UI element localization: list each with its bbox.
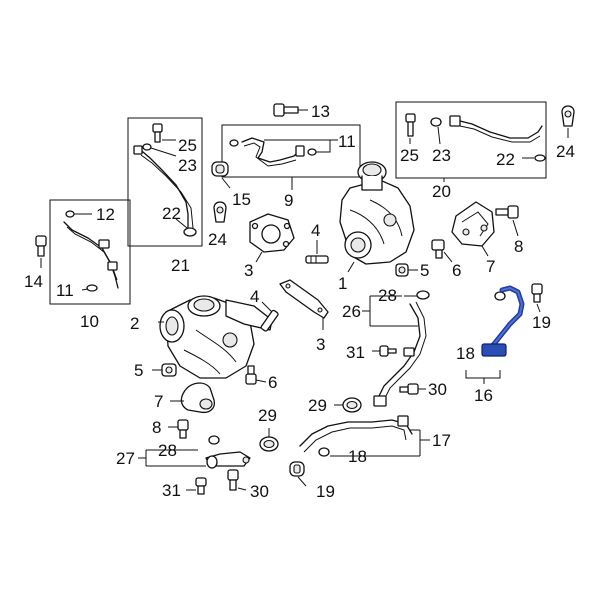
callout-7-lower: 7	[154, 392, 163, 411]
callout-11-group10: 11	[56, 281, 74, 300]
oil-feed-line-21	[133, 145, 197, 237]
part-25-bolt-left	[152, 123, 176, 143]
part-14-bolt	[35, 235, 47, 268]
part-29-seal-center	[334, 397, 362, 413]
callout-8-upper: 8	[514, 237, 523, 256]
part-4-stud-upper	[305, 240, 329, 264]
coolant-line-10	[63, 221, 119, 292]
callout-10: 10	[80, 312, 99, 331]
callout-23-left: 23	[178, 156, 197, 175]
callout-30-upper: 30	[428, 380, 447, 399]
part-19-fitting-lower	[289, 461, 307, 487]
part-12-washer	[65, 210, 92, 218]
callout-6-upper: 6	[452, 261, 461, 280]
callout-31-upper: 31	[346, 343, 365, 362]
part-25-bolt-right	[405, 113, 416, 144]
part-8-bolt-lower	[168, 419, 189, 439]
callout-7-upper: 7	[486, 257, 495, 276]
callout-19-right: 19	[532, 313, 551, 332]
oil-return-pipe-27	[138, 435, 251, 469]
callout-1: 1	[338, 274, 347, 293]
callout-3-lower: 3	[316, 335, 325, 354]
part-7-bracket-upper	[451, 201, 495, 257]
part-30-bolt-lower	[227, 469, 247, 491]
callout-3-upper: 3	[244, 261, 253, 280]
callout-6-lower: 6	[268, 373, 277, 392]
group-frame-9	[221, 124, 361, 178]
part-30-bolt-upper	[399, 383, 426, 395]
callout-26: 26	[342, 302, 361, 321]
callout-18-lower: 18	[348, 447, 367, 466]
callout-20: 20	[432, 182, 451, 201]
coolant-return-tube-17	[299, 415, 430, 457]
callout-8-lower: 8	[152, 418, 161, 437]
part-7-elbow-lower	[170, 382, 216, 414]
callout-5-upper: 5	[420, 261, 429, 280]
part-2-turbocharger	[158, 295, 273, 379]
group-frame-10	[49, 199, 131, 305]
callout-25-left: 25	[178, 136, 197, 155]
callout-21: 21	[171, 256, 190, 275]
callout-14: 14	[24, 272, 43, 291]
part-8-bolt-upper	[495, 205, 519, 237]
callout-12: 12	[96, 205, 115, 224]
callout-24-left: 24	[208, 230, 227, 249]
callout-4-upper: 4	[311, 221, 320, 240]
part-5-nut-lower	[152, 363, 177, 377]
part-24-fitting-right	[561, 105, 575, 138]
group-frame-21	[127, 117, 203, 247]
part-29-seal-left	[259, 428, 279, 452]
callout-11-group9: 11	[338, 132, 356, 151]
callout-4-lower: 4	[250, 287, 259, 306]
callout-19-lower: 19	[316, 482, 335, 501]
part-4-stud-lower	[260, 301, 279, 332]
coolant-line-9	[229, 137, 338, 167]
part-23-washer-left	[142, 143, 177, 157]
callout-2: 2	[130, 314, 139, 333]
part-31-fitting-upper	[372, 345, 397, 357]
oil-feed-line-20	[449, 115, 546, 162]
leader-22-left	[175, 218, 188, 229]
callout-30-lower: 30	[250, 482, 269, 501]
callout-24-right: 24	[556, 142, 575, 161]
part-6-bolt-lower	[245, 365, 267, 385]
part-19-fitting-right	[531, 283, 543, 313]
callout-28-center: 28	[378, 286, 397, 305]
part-6-bolt-upper	[431, 239, 453, 263]
callout-27: 27	[116, 449, 135, 468]
oil-return-tube-26	[362, 290, 430, 407]
callout-16: 16	[474, 386, 493, 405]
callout-18-right: 18	[456, 344, 475, 363]
callout-25-right: 25	[400, 146, 419, 165]
callout-29-center: 29	[308, 396, 327, 415]
part-5-nut-upper	[395, 263, 418, 277]
part-1-turbocharger	[339, 161, 415, 273]
part-23-washer-right	[430, 117, 442, 145]
callout-17: 17	[432, 431, 451, 450]
callout-5-lower: 5	[134, 361, 143, 380]
part-13-bolt	[273, 103, 308, 117]
callout-29-left: 29	[258, 406, 277, 425]
part-16-coolant-line-highlighted	[465, 285, 525, 384]
callout-22-right: 22	[496, 150, 515, 169]
callout-23-right: 23	[432, 146, 451, 165]
callout-9: 9	[284, 191, 293, 210]
group-frame-20	[395, 101, 547, 179]
callout-22-left: 22	[162, 204, 181, 223]
callout-13: 13	[311, 102, 330, 121]
callout-15: 15	[232, 190, 251, 209]
part-3-gasket-lower	[279, 279, 329, 330]
part-15-fitting	[211, 161, 231, 189]
callout-31-lower: 31	[162, 481, 181, 500]
part-3-gasket-upper	[249, 213, 295, 263]
part-24-fitting-left	[213, 201, 227, 223]
callout-28-left: 28	[158, 441, 177, 460]
part-31-fitting-lower	[186, 477, 207, 495]
